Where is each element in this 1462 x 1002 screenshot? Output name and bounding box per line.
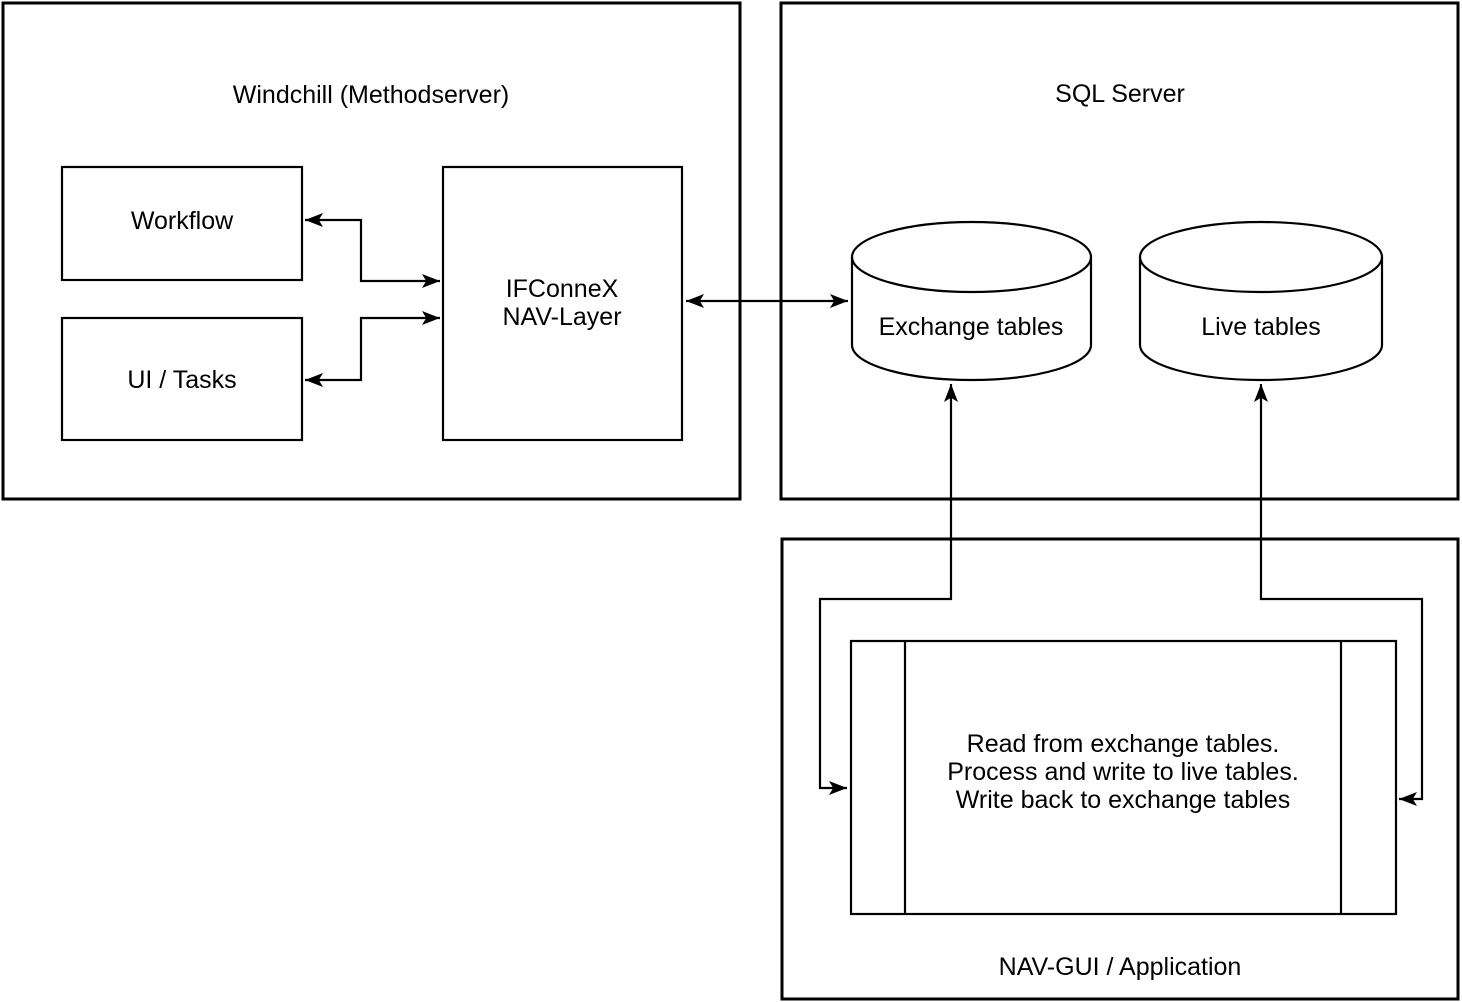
live-tables-label: Live tables: [1201, 313, 1321, 341]
exchange-tables-label: Exchange tables: [879, 313, 1064, 341]
sql-server-title: SQL Server: [1055, 80, 1185, 108]
nav-gui-title: NAV-GUI / Application: [999, 953, 1242, 981]
live-cylinder-body: [1138, 220, 1384, 382]
arrow-navgui-exchange: [818, 384, 958, 795]
ui-tasks-label: UI / Tasks: [127, 366, 236, 394]
ifconnex-label-line2: NAV-Layer: [502, 303, 621, 331]
workflow-label: Workflow: [131, 207, 234, 235]
live-cylinder-top-rim: [1138, 256, 1384, 294]
ifconnex-nav-layer-box: [441, 165, 684, 442]
ui-tasks-box: [60, 316, 304, 442]
process-text-line2: Process and write to live tables.: [947, 758, 1299, 786]
exchange-cylinder-top-rim: [850, 256, 1093, 294]
exchange-cylinder-body: [850, 220, 1093, 382]
ifconnex-label-line1: IFConneX: [506, 275, 619, 303]
arrow-navgui-live: [1254, 384, 1424, 806]
arrow-workflow-ifconnex: [305, 213, 440, 288]
process-text-line1: Read from exchange tables.: [967, 730, 1280, 758]
process-text-line3: Write back to exchange tables: [956, 786, 1290, 814]
workflow-box: [60, 165, 304, 282]
exchange-tables-db-cylinder: Exchange tables: [850, 220, 1093, 382]
live-tables-db-cylinder: Live tables: [1138, 220, 1384, 382]
windchill-title: Windchill (Methodserver): [233, 81, 509, 109]
arrow-uitasks-ifconnex: [305, 311, 440, 387]
